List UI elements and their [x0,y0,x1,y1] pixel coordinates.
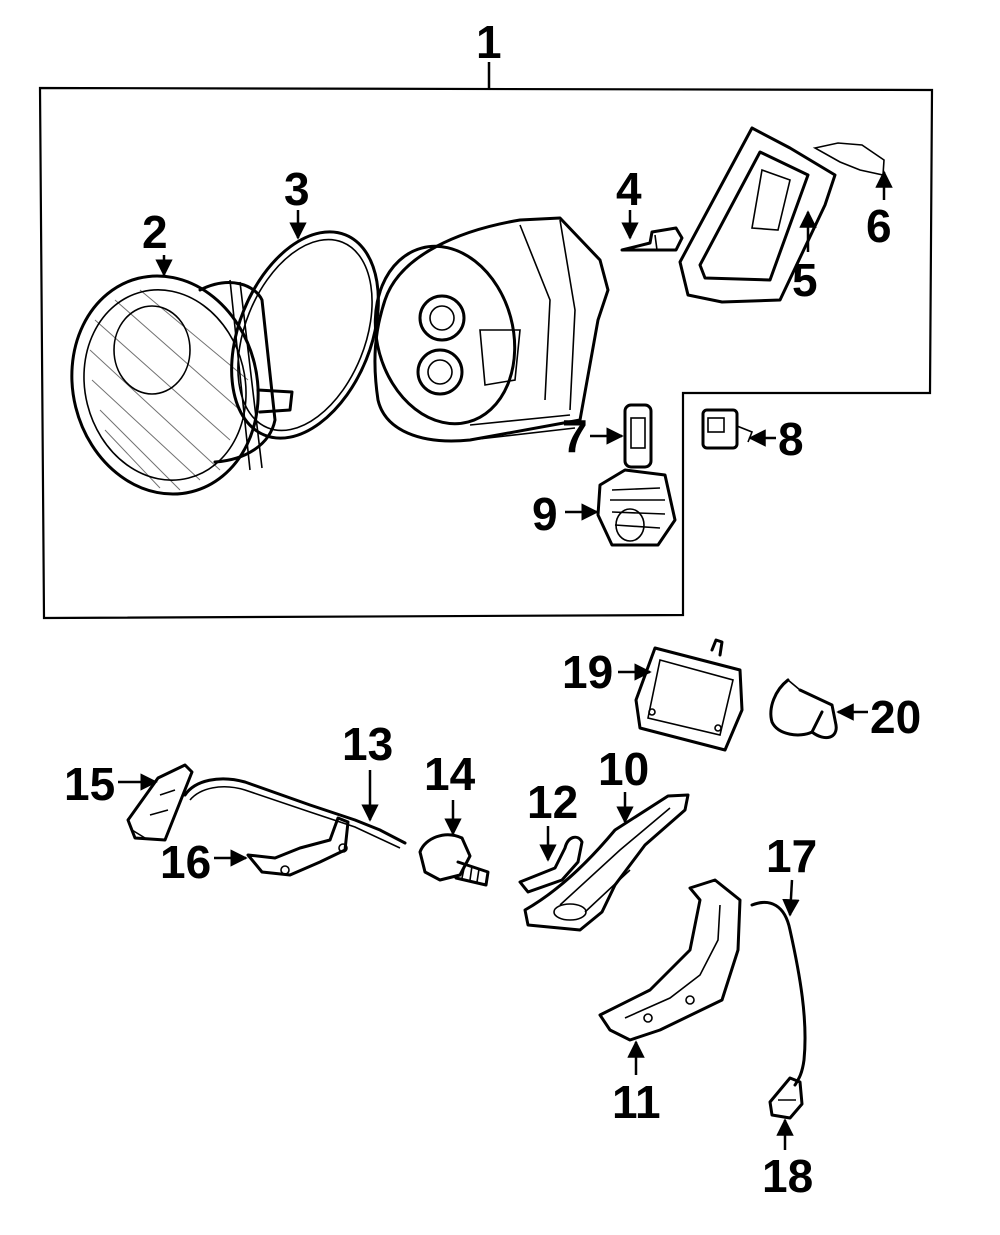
callout-7: 7 [562,410,588,462]
connector-part [701,408,754,450]
assembly-group-outline [38,86,934,620]
cover-part [812,142,885,176]
callout-14: 14 [424,748,476,800]
headlamp-housing-part [373,216,610,443]
cable-connector-part [768,1076,804,1120]
callout-10: 10 [598,743,649,795]
bulb-holder-part [678,126,837,304]
callout-12: 12 [527,776,578,828]
cable-part [750,900,807,1087]
callout-6: 6 [866,200,892,252]
control-module-part [634,638,744,752]
mounting-bracket-part [246,816,350,877]
upper-mount-bracket-part [523,793,690,932]
headlamp-lens-part [70,274,294,496]
socket-part [623,403,653,469]
callout-11: 11 [612,1076,661,1128]
callout-8: 8 [778,413,804,465]
bulb-part [620,226,684,252]
lower-mount-bracket-part [598,878,742,1042]
callout-20: 20 [870,691,921,743]
bracket-clip-part [769,678,838,740]
callout-2: 2 [142,206,168,258]
callout-17: 17 [766,830,817,882]
callout-16: 16 [160,836,211,888]
callout-3: 3 [284,163,310,215]
actuator-rod-part [183,777,407,849]
callout-18: 18 [762,1150,813,1202]
callout-5: 5 [792,254,818,306]
adjuster-screw-part [418,833,490,887]
small-bracket-part [126,763,194,842]
callout-15: 15 [64,758,115,810]
spring-clip-part [518,835,584,894]
callout-13: 13 [342,718,393,770]
callout-1: 1 [476,16,502,68]
callout-17-leader [782,879,800,917]
callout-4: 4 [616,163,642,215]
gasket-ring-part [230,230,380,440]
callout-9: 9 [532,488,558,540]
boot-cover-part [596,468,677,547]
callout-19: 19 [562,646,613,698]
